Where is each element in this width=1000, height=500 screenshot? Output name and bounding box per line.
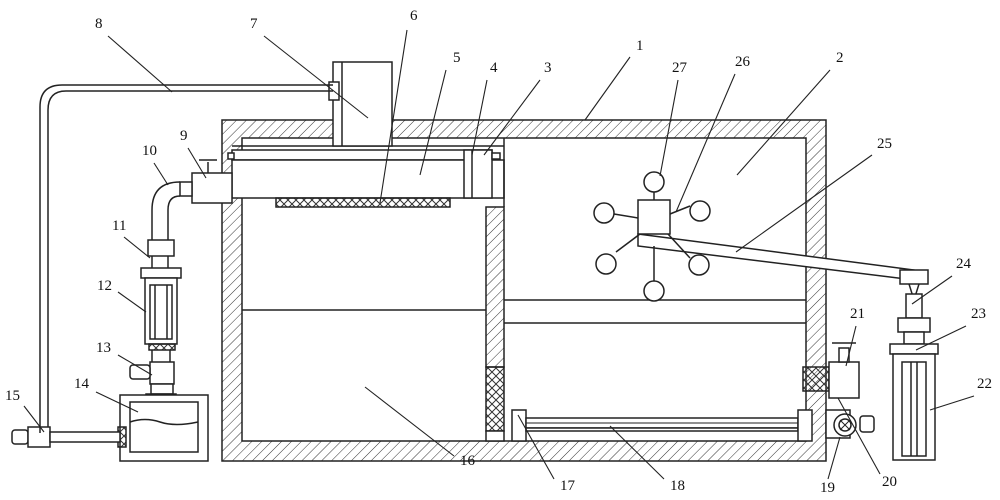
leader-line-19 — [827, 436, 841, 480]
callout-label-9: 9 — [180, 128, 188, 144]
callout-label-26: 26 — [735, 54, 751, 70]
coupling-11 — [147, 239, 175, 257]
leader-line-16 — [364, 386, 455, 457]
filter-cylinder-12 — [140, 267, 182, 362]
callout-label-14: 14 — [74, 376, 90, 392]
callout-label-23: 23 — [971, 306, 986, 322]
leader-line-26 — [675, 73, 736, 213]
top-channel — [227, 138, 505, 207]
divider-lower — [485, 366, 505, 432]
cylinder-22 — [889, 317, 939, 461]
pipe-8-inner — [47, 90, 333, 433]
leader-line-25 — [735, 154, 873, 253]
filter-mesh — [275, 197, 451, 208]
elbow-pipe-inner — [167, 195, 181, 240]
top-motor — [328, 61, 393, 147]
rotating-head-26 — [593, 171, 711, 302]
callout-label-6: 6 — [410, 8, 418, 24]
leader-line-12 — [117, 291, 147, 313]
leader-line-6 — [379, 29, 408, 204]
leader-line-4 — [471, 79, 488, 156]
leader-line-14 — [95, 391, 139, 413]
leader-line-13 — [117, 354, 153, 376]
callout-label-19: 19 — [820, 480, 835, 496]
pump-15 — [11, 426, 121, 448]
leader-line-15 — [23, 405, 45, 433]
callout-label-15: 15 — [5, 388, 20, 404]
callout-label-22: 22 — [977, 376, 992, 392]
leader-line-9 — [187, 147, 207, 179]
callout-label-3: 3 — [544, 60, 552, 76]
callout-label-13: 13 — [96, 340, 111, 356]
callout-label-16: 16 — [460, 453, 476, 469]
leader-line-1 — [584, 56, 631, 121]
callout-label-1: 1 — [636, 38, 644, 54]
callout-label-21: 21 — [850, 306, 865, 322]
callout-label-11: 11 — [112, 218, 126, 234]
leader-line-11 — [123, 236, 151, 259]
leader-lines — [23, 29, 975, 480]
callout-label-10: 10 — [142, 143, 157, 159]
callout-label-17: 17 — [560, 478, 576, 494]
callout-label-12: 12 — [97, 278, 112, 294]
leader-line-20 — [837, 397, 881, 475]
leader-line-2 — [736, 69, 831, 176]
leader-line-23 — [915, 325, 967, 351]
callout-label-4: 4 — [490, 60, 498, 76]
leader-line-17 — [517, 414, 555, 480]
valve-9 — [179, 159, 233, 204]
callout-label-8: 8 — [95, 16, 103, 32]
conveyor-18 — [511, 409, 813, 442]
callout-label-24: 24 — [956, 256, 972, 272]
leader-line-7 — [263, 35, 369, 119]
tank-14 — [117, 394, 209, 462]
leader-line-21 — [845, 325, 857, 367]
pipe-8-outer — [39, 84, 333, 433]
leader-line-27 — [659, 79, 679, 177]
callout-label-5: 5 — [453, 50, 461, 66]
leader-line-5 — [419, 69, 447, 176]
leader-line-3 — [483, 79, 541, 156]
callout-label-18: 18 — [670, 478, 685, 494]
leader-line-18 — [609, 425, 665, 480]
divider-base — [485, 430, 505, 442]
leader-line-10 — [153, 162, 169, 186]
callout-label-20: 20 — [882, 474, 897, 490]
leader-line-24 — [911, 275, 953, 305]
callout-label-7: 7 — [250, 16, 258, 32]
arm-25 — [637, 233, 929, 319]
leader-line-22 — [929, 395, 975, 411]
callout-label-27: 27 — [672, 60, 688, 76]
callout-label-2: 2 — [836, 50, 844, 66]
callout-label-25: 25 — [877, 136, 892, 152]
leader-line-8 — [107, 35, 173, 93]
elbow-pipe-outer — [151, 181, 181, 240]
divider-wall — [485, 206, 505, 368]
